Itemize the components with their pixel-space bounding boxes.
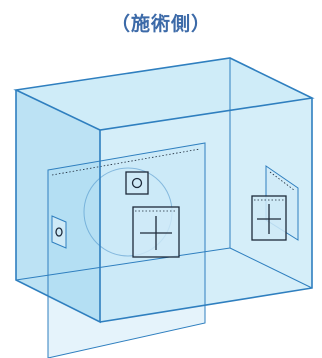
diagram-title: （施術側） <box>110 13 211 35</box>
circle-symbol-icon <box>131 177 143 189</box>
box-outline-left <box>15 90 101 324</box>
box-top-face <box>16 58 312 130</box>
front-circle-tag <box>125 171 149 195</box>
box-front-face <box>100 98 312 322</box>
hidden-edge <box>15 247 231 281</box>
left-side-tag <box>51 215 67 249</box>
box-left-face <box>16 90 100 322</box>
back-panel-dotted-edge <box>51 148 201 176</box>
hidden-edge <box>229 247 313 289</box>
box-outline-front <box>99 98 313 323</box>
right-back-panel-dots <box>269 171 295 191</box>
circle-symbol-icon <box>55 227 63 237</box>
